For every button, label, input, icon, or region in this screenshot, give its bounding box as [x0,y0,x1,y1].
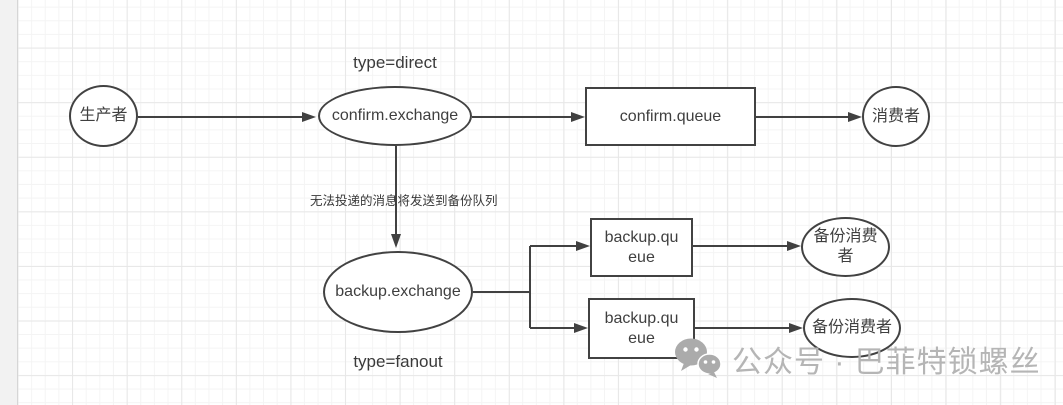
watermark: 公众号 · 巴菲特锁螺丝 [674,337,1041,381]
node-producer: 生产者 [69,85,138,147]
node-label: backup.exchange [335,283,461,300]
wechat-icon [675,338,722,378]
node-confirm-queue: confirm.queue [585,87,756,146]
arrowhead-icon [574,323,588,333]
node-label: confirm.exchange [331,107,459,124]
arrowhead-icon [302,112,316,122]
type-direct-label: type=direct [353,53,437,72]
node-label: 生产者 [79,107,128,124]
arrowhead-icon [571,112,585,122]
arrowhead-icon [848,112,862,122]
node-backup-consumer-top: 备份消费者 [801,217,890,277]
node-backup-consumer-bottom: 备份消费者 [803,298,901,358]
arrowhead-icon [576,241,590,251]
node-label: backup.queue [604,309,679,347]
node-label: 备份消费者 [811,319,892,336]
node-label: 消费者 [871,107,920,125]
node-consumer: 消费者 [862,86,930,147]
node-confirm-exchange: confirm.exchange [318,86,472,146]
node-label: confirm.queue [619,107,722,125]
edge-backup-exchange-branches [473,245,576,329]
arrowhead-icon [789,323,803,333]
node-label: 备份消费者 [813,228,878,265]
arrowhead-icon [787,241,801,251]
type-fanout-label: type=fanout [353,352,443,371]
node-backup-exchange: backup.exchange [323,251,473,333]
node-label: backup.queue [604,228,679,266]
dead-letter-note: 无法投递的消息将发送到备份队列 [310,194,498,208]
left-gutter [0,0,18,405]
arrowhead-icon [391,234,401,248]
node-backup-queue-top: backup.queue [590,218,693,277]
watermark-text: 公众号 · 巴菲特锁螺丝 [732,346,1041,379]
